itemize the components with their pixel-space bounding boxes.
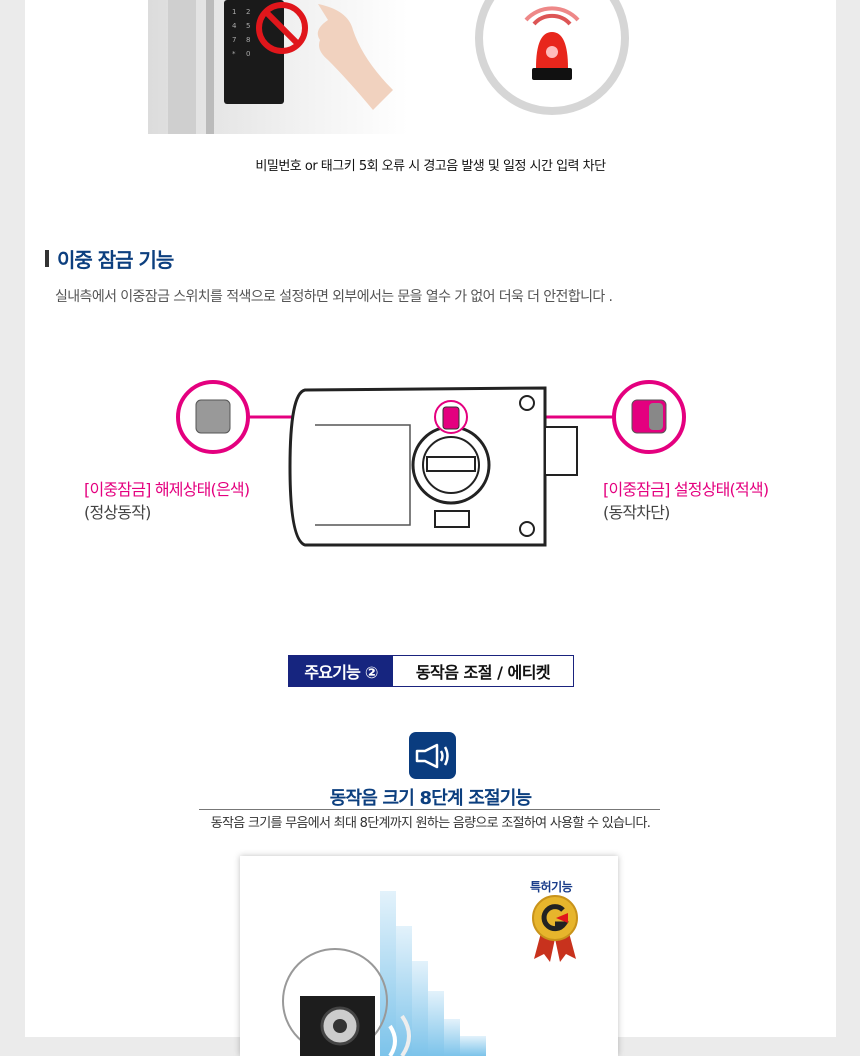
label-state: 해제상태(은색) — [154, 480, 250, 499]
svg-text:1: 1 — [232, 8, 236, 16]
double-lock-title: 이중 잠금 기능 — [57, 248, 174, 272]
label-tag: [이중잠금] — [84, 480, 151, 499]
patent-label: 특허기능 — [530, 880, 573, 894]
locked-state-label: [이중잠금] 설정상태(적색) (동작차단) — [603, 478, 769, 524]
keypad-lock-image: 1 2 4 5 7 8 * 0 — [148, 0, 408, 134]
svg-text:8: 8 — [246, 36, 250, 44]
feature-number: 주요기능 ② — [289, 656, 393, 686]
feature-badge-title: 동작음 조절 / 에티켓 — [415, 663, 551, 682]
svg-text:2: 2 — [246, 8, 250, 16]
unlocked-state-label: [이중잠금] 해제상태(은색) (정상동작) — [84, 478, 250, 524]
feature-badge: 주요기능 ② 동작음 조절 / 에티켓 — [288, 655, 574, 687]
double-lock-diagram — [165, 375, 705, 555]
svg-text:5: 5 — [246, 22, 250, 30]
volume-feature-title: 동작음 크기 8단계 조절기능 — [329, 788, 532, 809]
patent-medal-icon — [532, 895, 578, 962]
double-lock-description: 실내측에서 이중잠금 스위치를 적색으로 설정하면 외부에서는 문을 열수 가 … — [55, 289, 613, 305]
svg-text:0: 0 — [246, 50, 250, 58]
svg-text:7: 7 — [232, 36, 236, 44]
label-tag: [이중잠금] — [603, 480, 670, 499]
divider — [199, 809, 660, 810]
speaker-icon — [409, 732, 456, 779]
section-title: 이중 잠금 기능 — [45, 244, 174, 273]
label-sub: (정상동작) — [84, 503, 151, 522]
label-state: 설정상태(적색) — [673, 480, 769, 499]
label-sub: (동작차단) — [603, 503, 670, 522]
svg-text:4: 4 — [232, 22, 237, 30]
svg-text:*: * — [232, 50, 236, 58]
title-bar-marker — [45, 250, 49, 267]
product-detail-page: 1 2 4 5 7 8 * 0 비밀번호 or 태그키 5회 오류 시 경고음 발생 및 일정… — [25, 0, 836, 1056]
lockout-caption: 비밀번호 or 태그키 5회 오류 시 경고음 발생 및 일정 시간 입력 차단 — [255, 159, 606, 174]
alarm-siren-image — [474, 0, 630, 116]
volume-feature-image-card: 특허기능 — [240, 856, 618, 1056]
volume-feature-description: 동작음 크기를 무음에서 최대 8단계까지 원하는 음량으로 조절하여 사용할 … — [210, 816, 651, 831]
